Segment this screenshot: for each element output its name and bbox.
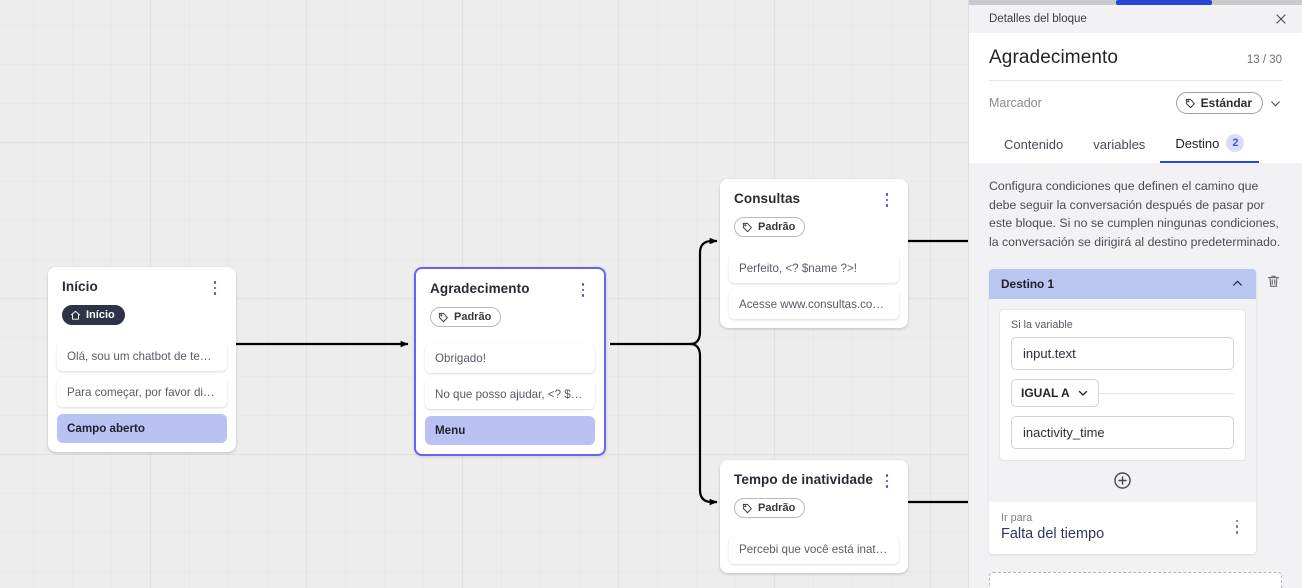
panel-scrollbar-thumb[interactable]: [1116, 0, 1212, 5]
node-message[interactable]: No que posso ajudar, <? $name ...: [425, 379, 595, 409]
panel-topbar-title: Detalles del bloque: [989, 13, 1087, 25]
tab-variables[interactable]: variables: [1078, 129, 1160, 163]
panel-tabs: Contenido variables Destino 2: [989, 124, 1282, 163]
node-tag-badge: Padrão: [430, 307, 502, 327]
destination-header[interactable]: Destino 1: [989, 268, 1256, 299]
tab-contenido[interactable]: Contenido: [989, 129, 1078, 163]
node-menu-icon[interactable]: [576, 282, 590, 298]
destination-body: Si la variable input.text IGUAL A: [989, 298, 1256, 502]
node-tag-badge: Início: [62, 305, 125, 325]
node-tag-badge: Padrão: [734, 498, 806, 518]
node-header: Tempo de inatividade Padrão: [720, 460, 908, 528]
tab-label: Destino: [1175, 135, 1220, 151]
node-header: Consultas Padrão: [720, 179, 908, 247]
flow-node-tempo-de-inatividade[interactable]: Tempo de inatividade Padrão Percebi que …: [720, 460, 908, 573]
panel-description: Configura condiciones que definen el cam…: [989, 179, 1281, 250]
panel-topbar: Detalles del bloque: [969, 5, 1302, 33]
goto-label: Ir para: [1001, 511, 1033, 524]
panel-scrollbar[interactable]: [969, 0, 1302, 5]
destination-card: Destino 1 Si la variable input.text IGUA…: [989, 268, 1256, 554]
node-title: Tempo de inatividade: [734, 472, 874, 487]
flow-canvas[interactable]: Início Início Olá, sou um chatbot de tes…: [0, 0, 968, 588]
compare-value-field[interactable]: inactivity_time: [1011, 415, 1234, 449]
add-destination-button[interactable]: Agregar destino: [989, 571, 1282, 588]
goto-value: Falta del tiempo: [1001, 525, 1105, 542]
tag-icon: [742, 222, 752, 232]
node-message[interactable]: Para começar, por favor digite o ...: [57, 377, 227, 407]
add-condition-row: [999, 461, 1246, 490]
panel-content: Configura condiciones que definen el cam…: [969, 163, 1302, 588]
operator-select[interactable]: IGUAL A: [1011, 378, 1099, 407]
node-message[interactable]: Percebi que você está inativo. C...: [729, 534, 899, 564]
node-tag-label: Início: [86, 309, 115, 321]
condition-label: Si la variable: [1011, 318, 1073, 331]
marcador-chip[interactable]: Estándar: [1175, 92, 1263, 114]
marcador-chip-label: Estándar: [1200, 96, 1252, 110]
node-message[interactable]: Acesse www.consultas.com par...: [729, 289, 899, 319]
block-details-panel: Detalles del bloque Agradecimento 13 / 3…: [968, 0, 1302, 588]
tag-icon: [742, 503, 752, 513]
node-messages: Perfeito, <? $name ?>! Acesse www.consul…: [720, 253, 908, 328]
variable-field[interactable]: input.text: [1011, 336, 1234, 370]
trash-icon[interactable]: [1264, 269, 1282, 289]
marcador-label: Marcador: [989, 96, 1042, 110]
close-icon[interactable]: [1272, 10, 1290, 28]
destination-title: Destino 1: [1001, 276, 1055, 291]
node-message[interactable]: Obrigado!: [425, 343, 595, 373]
goto-menu-icon[interactable]: [1230, 519, 1244, 535]
chevron-up-icon[interactable]: [1231, 277, 1244, 290]
node-menu-icon[interactable]: [880, 192, 894, 208]
node-messages: Olá, sou um chatbot de teste! Para começ…: [48, 341, 236, 452]
node-title: Agradecimento: [430, 281, 530, 296]
chevron-down-icon: [1078, 390, 1087, 396]
destination-row: Destino 1 Si la variable input.text IGUA…: [989, 268, 1282, 554]
node-menu-icon[interactable]: [208, 280, 222, 296]
node-tag-label: Padrão: [454, 311, 492, 323]
node-header: Início Início: [48, 267, 236, 335]
char-counter: 13 / 30: [1246, 54, 1282, 66]
tab-label: variables: [1093, 137, 1146, 152]
node-message[interactable]: Perfeito, <? $name ?>!: [729, 253, 899, 283]
operator-row: IGUAL A: [1011, 378, 1234, 407]
goto-box[interactable]: Ir para Falta del tiempo: [989, 501, 1256, 554]
node-message[interactable]: Olá, sou um chatbot de teste!: [57, 341, 227, 371]
node-tag-badge: Padrão: [734, 217, 806, 237]
tab-destino[interactable]: Destino 2: [1160, 126, 1260, 163]
more-vertical-icon[interactable]: [1268, 144, 1282, 163]
node-messages: Obrigado! No que posso ajudar, <? $name …: [416, 343, 604, 454]
panel-header-section: Agradecimento 13 / 30 Marcador Estándar: [969, 33, 1302, 163]
node-tag-label: Padrão: [758, 221, 796, 233]
flow-node-agradecimento[interactable]: Agradecimento Padrão Obrigado! No que po…: [414, 267, 606, 456]
tab-badge-count: 2: [1226, 134, 1245, 152]
node-title: Consultas: [734, 191, 801, 206]
flow-node-consultas[interactable]: Consultas Padrão Perfeito, <? $name ?>! …: [720, 179, 908, 328]
tab-label: Contenido: [1004, 137, 1064, 152]
node-title: Início: [62, 279, 98, 294]
operator-value: IGUAL A: [1021, 385, 1070, 400]
node-menu-icon[interactable]: [880, 473, 894, 489]
node-header: Agradecimento Padrão: [416, 269, 604, 337]
node-message-highlighted[interactable]: Campo aberto: [57, 413, 227, 443]
tag-icon: [1185, 98, 1195, 108]
page-title: Agradecimento: [989, 47, 1119, 68]
home-icon: [70, 310, 81, 320]
chevron-down-icon[interactable]: [1269, 97, 1282, 110]
marcador-row: Marcador Estándar: [989, 81, 1282, 124]
node-tag-label: Padrão: [758, 502, 796, 514]
condition-box: Si la variable input.text IGUAL A: [999, 308, 1246, 461]
node-messages: Percebi que você está inativo. C...: [720, 534, 908, 573]
flow-node-inicio[interactable]: Início Início Olá, sou um chatbot de tes…: [48, 267, 236, 452]
plus-circle-icon[interactable]: [1113, 471, 1132, 490]
node-message-highlighted[interactable]: Menu: [425, 415, 595, 445]
tag-icon: [438, 312, 448, 322]
